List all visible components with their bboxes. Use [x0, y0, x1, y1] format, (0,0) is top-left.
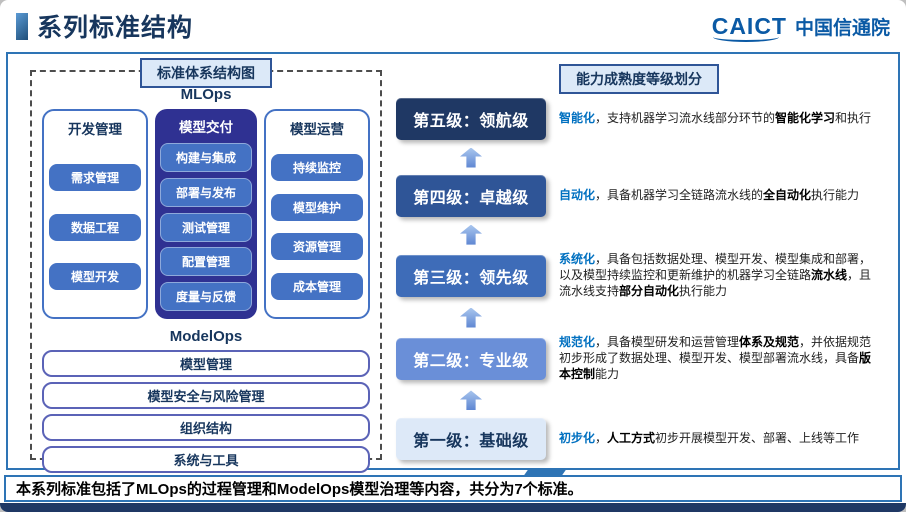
up-arrow-icon	[460, 147, 482, 168]
text-segment: 初步化	[559, 430, 596, 445]
column-items: 持续监控 模型维护 资源管理 成本管理	[271, 143, 363, 311]
level-2-box: 第二级：专业级	[396, 337, 546, 380]
standard-structure-panel: 标准体系结构图 MLOps 开发管理 需求管理 数据工程 模型开发 模型交付 构…	[30, 58, 382, 473]
mlops-item: 模型维护	[271, 193, 363, 221]
mlops-columns: 开发管理 需求管理 数据工程 模型开发 模型交付 构建与集成 部署与发布 测试管…	[42, 109, 370, 319]
mlops-item: 资源管理	[271, 233, 363, 261]
level-3-box: 第三级：领先级	[396, 255, 546, 298]
model-operations-column: 模型运营 持续监控 模型维护 资源管理 成本管理	[264, 109, 370, 319]
text-segment: 规范化	[559, 335, 596, 350]
maturity-level-row: 第二级：专业级 规范化，具备模型研发和运营管理体系及规范，并依据规范初步形成了数…	[396, 335, 882, 383]
level-5-description: 智能化，支持机器学习流水线部分环节的智能化学习和执行	[559, 111, 882, 127]
column-items: 需求管理 数据工程 模型开发	[49, 143, 141, 311]
level-2-description: 规范化，具备模型研发和运营管理体系及规范，并依据规范初步形成了数据处理、模型开发…	[559, 335, 882, 383]
left-panel-badge: 标准体系结构图	[140, 58, 272, 88]
mlops-item: 构建与集成	[160, 143, 252, 172]
text-segment: 智能化学习	[775, 111, 836, 126]
footer-bar: 本系列标准包括了MLOps的过程管理和ModelOps模型治理等内容，共分为7个…	[4, 468, 902, 502]
up-arrow-icon	[460, 307, 482, 328]
main-content: 标准体系结构图 MLOps 开发管理 需求管理 数据工程 模型开发 模型交付 构…	[6, 52, 900, 473]
text-segment: ，支持机器学习流水线部分环节的	[595, 111, 776, 126]
caict-logo-cn-text: 中国信通院	[794, 17, 890, 39]
mlops-item: 模型开发	[49, 263, 141, 291]
footer-decoration	[522, 468, 568, 477]
text-segment: 执行能力	[811, 188, 860, 203]
right-panel-badge: 能力成熟度等级划分	[559, 64, 719, 94]
text-segment: 版本控制	[559, 351, 872, 381]
level-4-box: 第四级：卓越级	[396, 175, 546, 218]
modelops-bar: 系统与工具	[42, 446, 370, 473]
text-segment: 智能化	[559, 111, 596, 126]
text-segment: 执行能力	[679, 284, 728, 299]
text-segment: ，具备包括数据处理、模型开发、模型集成和部署，以及模型持续监控和更新维护的机器学…	[559, 252, 872, 283]
caict-logo: CAICT 中国信通院	[712, 13, 890, 42]
bottom-navy-bar	[0, 503, 906, 512]
modelops-bar: 模型安全与风险管理	[42, 382, 370, 409]
text-segment: 部分自动化	[619, 284, 680, 299]
modelops-bar: 组织结构	[42, 414, 370, 441]
mlops-item: 数据工程	[49, 213, 141, 241]
modelops-bar: 模型管理	[42, 350, 370, 377]
header: 系列标准结构 CAICT 中国信通院	[0, 0, 906, 52]
mlops-heading: MLOps	[180, 86, 232, 103]
text-segment: ，且流水线支持	[559, 268, 872, 299]
column-items: 构建与集成 部署与发布 测试管理 配置管理 度量与反馈	[160, 141, 252, 313]
column-title: 开发管理	[68, 122, 122, 137]
arrow-row	[396, 307, 882, 328]
level-5-box: 第五级：领航级	[396, 98, 546, 140]
model-delivery-column: 模型交付 构建与集成 部署与发布 测试管理 配置管理 度量与反馈	[155, 109, 257, 319]
maturity-panel: 能力成熟度等级划分 第五级：领航级 智能化，支持机器学习流水线部分环节的智能化学…	[396, 64, 882, 460]
arrow-row	[396, 390, 882, 411]
text-segment: 和执行	[835, 111, 872, 126]
level-4-description: 自动化，具备机器学习全链路流水线的全自动化执行能力	[559, 188, 882, 204]
column-title: 模型运营	[290, 122, 344, 137]
mlops-item: 部署与发布	[160, 177, 252, 207]
text-segment: ，具备模型研发和运营管理	[595, 335, 740, 350]
maturity-level-row: 第五级：领航级 智能化，支持机器学习流水线部分环节的智能化学习和执行	[396, 98, 882, 140]
dev-management-column: 开发管理 需求管理 数据工程 模型开发	[42, 109, 148, 319]
mlops-item: 度量与反馈	[160, 282, 252, 311]
level-1-box: 第一级：基础级	[396, 417, 546, 460]
text-segment: 人工方式	[607, 430, 656, 445]
column-title: 模型交付	[179, 120, 233, 135]
up-arrow-icon	[460, 390, 482, 411]
mlops-item: 成本管理	[271, 273, 363, 301]
text-segment: ，	[595, 430, 608, 445]
text-segment: ，并依据规范初步形成了数据处理、模型开发、模型部署流水线，具备	[559, 335, 872, 365]
page-title: 系列标准结构	[37, 14, 194, 42]
level-1-description: 初步化，人工方式初步开展模型开发、部署、上线等工作	[559, 431, 882, 447]
text-segment: 能力	[595, 366, 620, 381]
mlops-item: 持续监控	[271, 153, 363, 181]
modelops-heading: ModelOps	[169, 328, 243, 345]
text-segment: 体系及规范	[739, 335, 800, 350]
maturity-level-row: 第一级：基础级 初步化，人工方式初步开展模型开发、部署、上线等工作	[396, 417, 882, 460]
up-arrow-icon	[460, 224, 482, 245]
level-3-description: 系统化，具备包括数据处理、模型开发、模型集成和部署，以及模型持续监控和更新维护的…	[559, 252, 882, 300]
text-segment: 全自动化	[763, 188, 812, 203]
maturity-level-row: 第四级：卓越级 自动化，具备机器学习全链路流水线的全自动化执行能力	[396, 175, 882, 218]
mlops-item: 需求管理	[49, 163, 141, 191]
logo-swoosh-icon	[712, 32, 779, 42]
maturity-level-row: 第三级：领先级 系统化，具备包括数据处理、模型开发、模型集成和部署，以及模型持续…	[396, 252, 882, 300]
maturity-levels: 第五级：领航级 智能化，支持机器学习流水线部分环节的智能化学习和执行 第四级：卓…	[396, 98, 882, 460]
text-segment: 自动化	[559, 188, 596, 203]
title-accent-bar	[16, 12, 28, 40]
arrow-row	[396, 224, 882, 245]
title-wrap: 系列标准结构	[16, 8, 193, 44]
text-segment: 系统化	[559, 252, 596, 267]
text-segment: 流水线	[811, 268, 848, 283]
text-segment: 初步开展模型开发、部署、上线等工作	[655, 430, 860, 445]
mlops-item: 配置管理	[160, 247, 252, 277]
arrow-row	[396, 147, 882, 168]
mlops-item: 测试管理	[160, 212, 252, 242]
footer-text: 本系列标准包括了MLOps的过程管理和ModelOps模型治理等内容，共分为7个…	[16, 481, 583, 498]
text-segment: ，具备机器学习全链路流水线的	[595, 188, 764, 203]
caict-logo-text: CAICT	[712, 13, 787, 42]
